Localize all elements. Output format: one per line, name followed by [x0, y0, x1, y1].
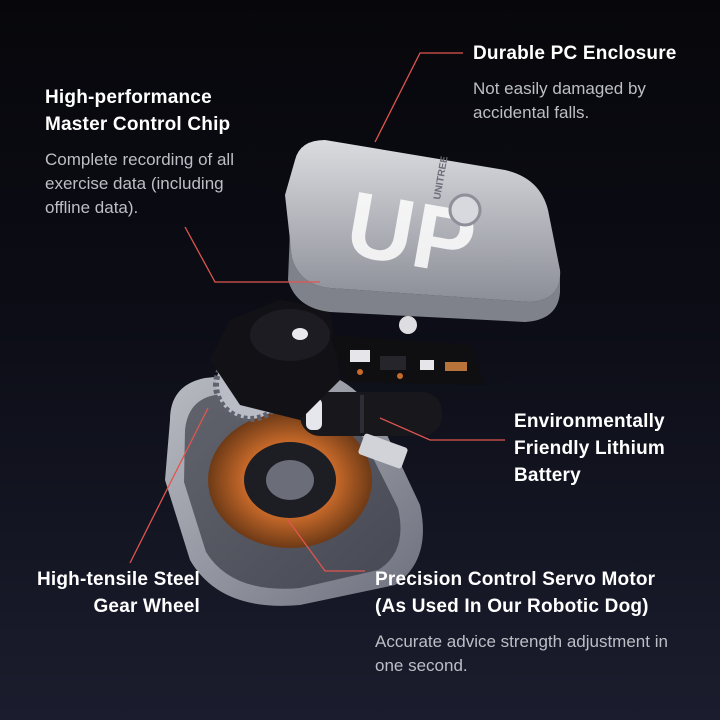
- callout-gear: High-tensile Steel Gear Wheel: [25, 566, 200, 620]
- leader-line-gear: [129, 407, 209, 564]
- leader-line-chip: [184, 226, 320, 283]
- pc-enclosure-lid: UP UNITREE: [285, 140, 561, 334]
- callout-battery: Environmentally Friendly Lithium Battery: [514, 408, 684, 489]
- chip-desc: Complete recording of all exercise data …: [45, 150, 234, 217]
- servo-motor-stator: [208, 412, 372, 548]
- enclosure-desc: Not easily damaged by accidental falls.: [473, 79, 646, 122]
- control-pcb: [330, 335, 485, 385]
- enclosure-title: Durable PC Enclosure: [473, 43, 677, 64]
- lid-logo: UP: [339, 173, 483, 296]
- battery-title: Environmentally Friendly Lithium Battery: [514, 411, 665, 486]
- callout-motor: Precision Control Servo Motor (As Used I…: [375, 566, 685, 678]
- leader-line-motor: [287, 519, 365, 572]
- motor-title: Precision Control Servo Motor (As Used I…: [375, 569, 656, 617]
- leader-line-enclosure: [374, 52, 463, 143]
- callout-chip: High-performance Master Control Chip Com…: [45, 84, 255, 220]
- gear-title: High-tensile Steel Gear Wheel: [36, 569, 200, 617]
- callout-enclosure: Durable PC Enclosure Not easily damaged …: [473, 40, 703, 125]
- leader-line-battery: [379, 417, 505, 441]
- chip-title: High-performance Master Control Chip: [45, 87, 231, 135]
- motor-mount: [210, 300, 408, 469]
- motor-desc: Accurate advice strength adjustment in o…: [375, 632, 668, 675]
